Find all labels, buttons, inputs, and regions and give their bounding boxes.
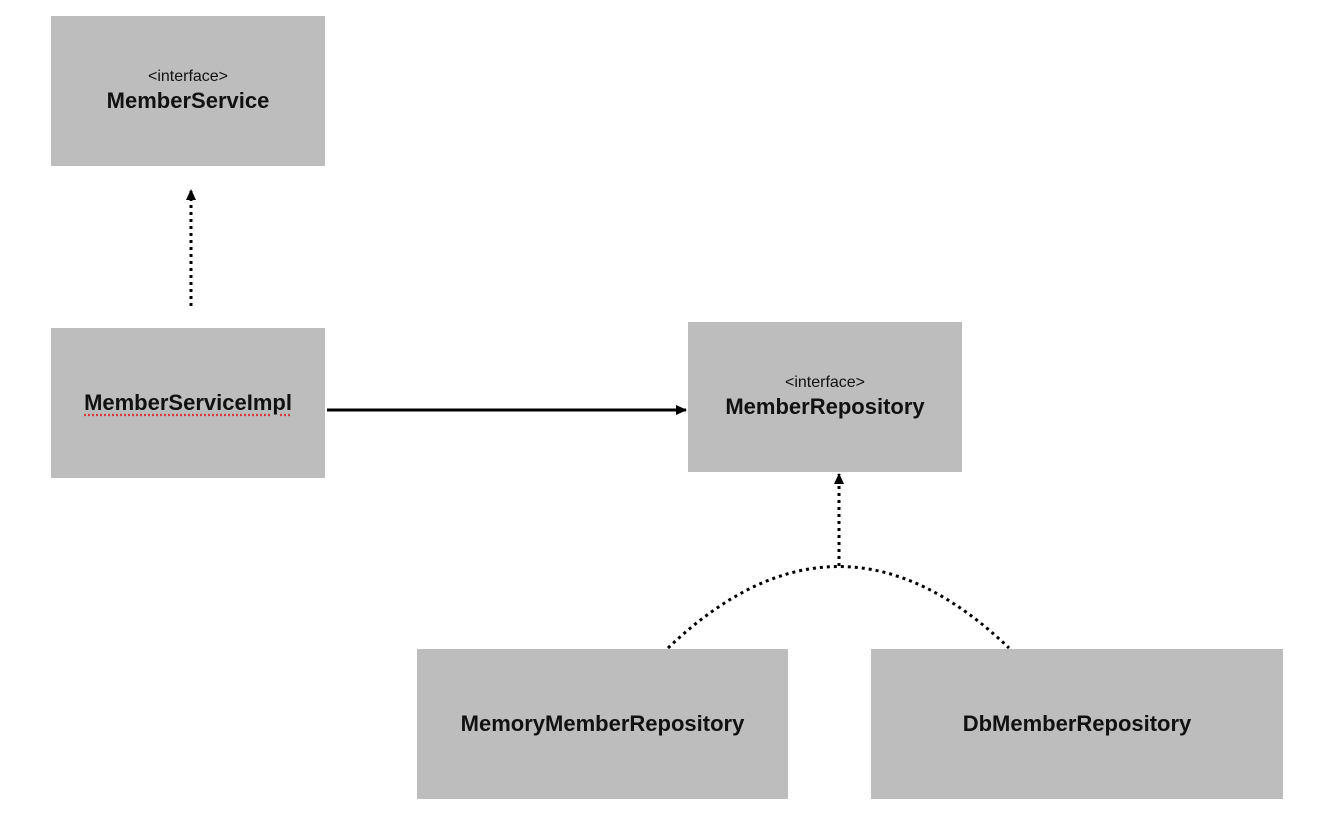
member-service-box: <interface> MemberService bbox=[51, 16, 325, 166]
memory-member-repository-name: MemoryMemberRepository bbox=[460, 711, 745, 736]
db-member-repository-box: DbMemberRepository bbox=[871, 649, 1283, 799]
member-repository-stereotype: <interface> bbox=[784, 374, 866, 391]
edge-repositories-arc bbox=[666, 565, 1011, 650]
member-repository-box: <interface> MemberRepository bbox=[688, 322, 962, 472]
member-service-impl-name: MemberServiceImpl bbox=[84, 390, 292, 415]
member-service-impl-box: MemberServiceImpl bbox=[51, 328, 325, 478]
member-service-name: MemberService bbox=[106, 88, 270, 113]
db-member-repository-name: DbMemberRepository bbox=[962, 711, 1192, 736]
memory-member-repository-box: MemoryMemberRepository bbox=[417, 649, 788, 799]
member-service-stereotype: <interface> bbox=[147, 68, 229, 85]
member-repository-name: MemberRepository bbox=[725, 394, 925, 419]
